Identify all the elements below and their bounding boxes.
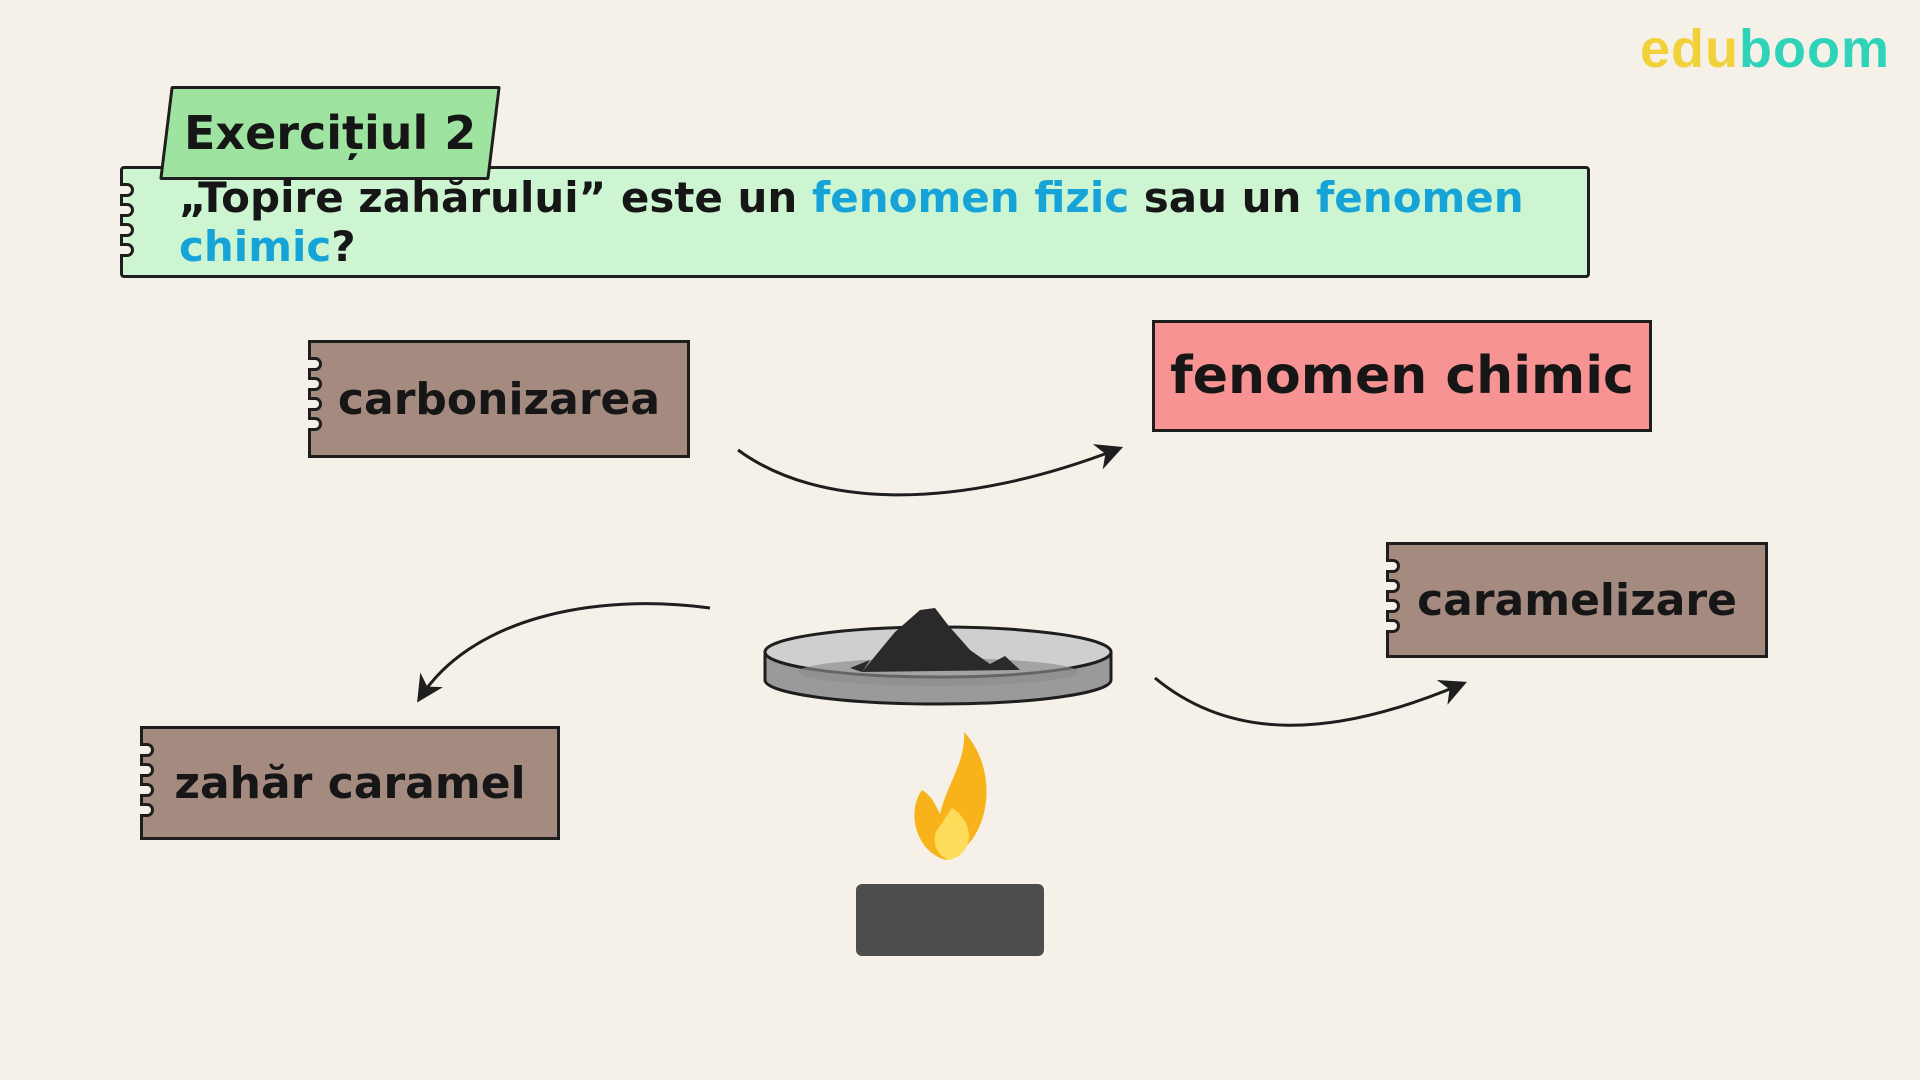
term-chemical-phenomenon: fenomen chimic xyxy=(179,173,1524,271)
burnt-sugar-icon xyxy=(850,660,870,672)
torn-edge-notches xyxy=(120,183,134,257)
card-carbonization-label: carbonizarea xyxy=(337,373,661,425)
term-physical-phenomenon: fenomen fizic xyxy=(811,173,1130,222)
question-text: „Topire zahărului” este un fenomen fizic… xyxy=(179,173,1587,271)
card-caramelization: caramelizare xyxy=(1386,542,1768,658)
card-caramelization-label: caramelizare xyxy=(1417,574,1737,626)
burnt-sugar-icon xyxy=(862,608,1020,672)
arrow-icon xyxy=(417,602,711,703)
question-suffix: ? xyxy=(331,222,356,271)
eduboom-logo: eduboom xyxy=(1640,18,1890,80)
card-chemical-phenomenon-label: fenomen chimic xyxy=(1170,346,1634,406)
question-band: „Topire zahărului” este un fenomen fizic… xyxy=(120,166,1590,278)
torn-edge-notches xyxy=(308,357,322,431)
question-prefix: „Topire zahărului” este un xyxy=(179,173,812,222)
arrow-icon xyxy=(1154,676,1467,727)
logo-part-edu: edu xyxy=(1640,19,1740,79)
question-middle: sau un xyxy=(1129,173,1317,222)
card-carbonization: carbonizarea xyxy=(308,340,690,458)
arrow-icon xyxy=(737,444,1124,497)
burner-base-icon xyxy=(856,884,1044,956)
flame-icon xyxy=(914,732,987,860)
torn-edge-notches xyxy=(140,743,154,817)
card-chemical-phenomenon: fenomen chimic xyxy=(1152,320,1652,432)
logo-part-boom: boom xyxy=(1739,19,1890,79)
card-caramel-sugar: zahăr caramel xyxy=(140,726,560,840)
torn-edge-notches xyxy=(1386,559,1400,633)
card-caramel-sugar-label: zahăr caramel xyxy=(174,757,526,809)
